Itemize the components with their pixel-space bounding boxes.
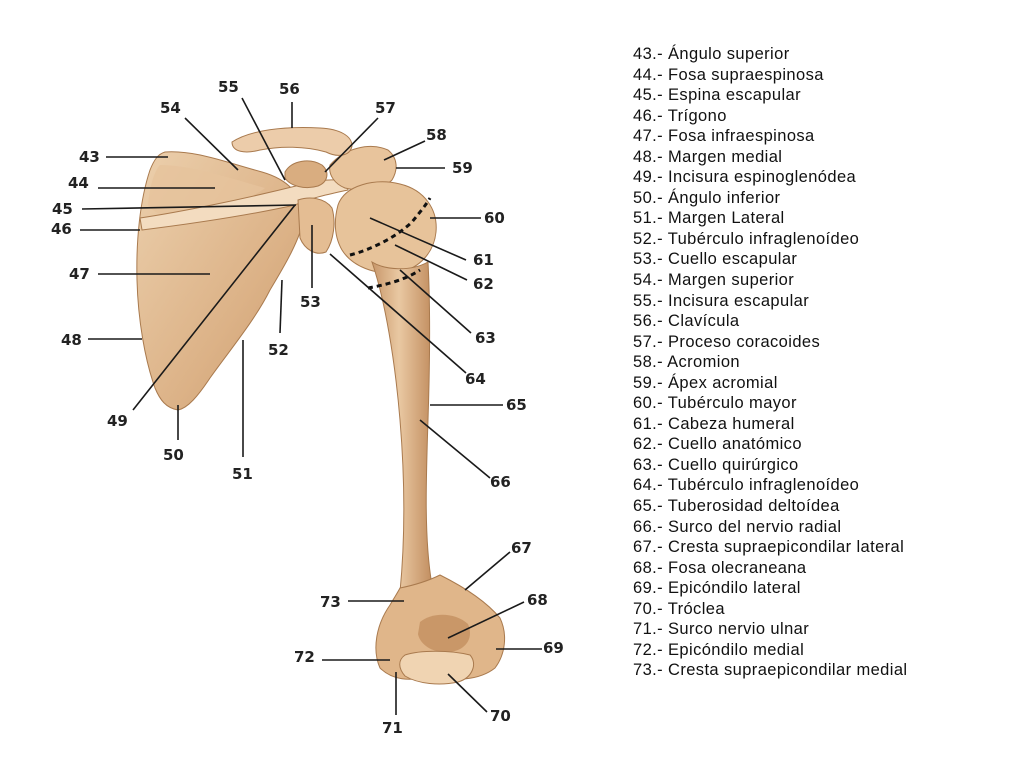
label-66: 66 [490, 473, 511, 491]
leader-lines [80, 97, 542, 715]
glenoid-shape [297, 197, 335, 254]
legend-item-43: 43.- Ángulo superior [633, 45, 790, 63]
label-62: 62 [473, 275, 494, 293]
surgical-neck-dashed-line [367, 268, 421, 290]
label-57: 57 [375, 99, 396, 117]
label-65: 65 [506, 396, 527, 414]
label-70: 70 [490, 707, 511, 725]
shoulder-humerus-diagram: 43 44 45 46 47 48 49 50 51 52 53 54 55 5… [51, 78, 564, 737]
label-46: 46 [51, 220, 72, 238]
label-43: 43 [79, 148, 100, 166]
legend-item-46: 46.- Trígono [633, 106, 727, 125]
label-48: 48 [61, 331, 82, 349]
legend-item-47: 47.- Fosa infraespinosa [633, 127, 815, 146]
label-64: 64 [465, 370, 486, 388]
legend-item-72: 72.- Epicóndilo medial [633, 640, 805, 659]
legend-item-45: 45.- Espina escapular [633, 86, 801, 105]
legend-item-58: 58.- Acromion [633, 353, 740, 372]
anatomical-neck-dashed-line [349, 197, 432, 257]
label-47: 47 [69, 265, 90, 283]
legend-item-70: 70.- Tróclea [633, 599, 725, 618]
legend-item-62: 62.- Cuello anatómico [633, 435, 802, 454]
legend-item-55: 55.- Incisura escapular [633, 291, 810, 310]
label-61: 61 [473, 251, 494, 269]
supraspinous-fossa-shape [148, 165, 265, 217]
trochlea-shape [399, 650, 474, 685]
legend-item-60: 60.- Tubérculo mayor [633, 394, 797, 413]
label-68: 68 [527, 591, 548, 609]
legend-item-71: 71.- Surco nervio ulnar [633, 620, 810, 639]
label-73: 73 [320, 593, 341, 611]
legend-item-73: 73.- Cresta supraepicondilar medial [633, 661, 908, 680]
legend-item-52: 52.- Tubérculo infraglenoídeo [633, 229, 860, 248]
legend-list: 43.- Ángulo superior 44.- Fosa supraespin… [633, 44, 1013, 681]
legend-item-65: 65.- Tuberosidad deltoídea [633, 497, 840, 516]
label-45: 45 [52, 200, 73, 218]
label-60: 60 [484, 209, 505, 227]
clavicle-shape [231, 127, 353, 156]
legend-item-48: 48.- Margen medial [633, 147, 783, 166]
legend-item-51: 51.- Margen Lateral [633, 209, 785, 228]
legend-item-67: 67.- Cresta supraepicondilar lateral [633, 538, 905, 557]
legend-item-44: 44.- Fosa supraespinosa [633, 65, 824, 84]
legend-item-59: 59.- Ápex acromial [633, 373, 778, 392]
legend-item-53: 53.- Cuello escapular [633, 250, 798, 269]
label-59: 59 [452, 159, 473, 177]
legend-item-56: 56.- Clavícula [633, 312, 740, 331]
label-50: 50 [163, 446, 184, 464]
label-53: 53 [300, 293, 321, 311]
legend-item-49: 49.- Incisura espinoglenódea [633, 168, 857, 187]
label-54: 54 [160, 99, 181, 117]
label-55: 55 [218, 78, 239, 96]
legend-item-68: 68.- Fosa olecraneana [633, 558, 807, 577]
label-44: 44 [68, 174, 89, 192]
legend-item-57: 57.- Proceso coracoides [633, 332, 821, 351]
label-56: 56 [279, 80, 300, 98]
legend-item-61: 61.- Cabeza humeral [633, 414, 795, 433]
acromion-shape [329, 146, 397, 191]
legend-item-66: 66.- Surco del nervio radial [633, 517, 842, 536]
label-63: 63 [475, 329, 496, 347]
scapular-spine-shape [139, 179, 349, 231]
label-69: 69 [543, 639, 564, 657]
legend-item-69: 69.- Epicóndilo lateral [633, 579, 801, 598]
humerus-shaft-shape [371, 260, 433, 593]
label-71: 71 [382, 719, 403, 737]
label-58: 58 [426, 126, 447, 144]
legend-item-54: 54.- Margen superior [633, 271, 795, 290]
label-51: 51 [232, 465, 253, 483]
humeral-head-shape [334, 181, 437, 274]
legend-item-63: 63.- Cuello quirúrgico [633, 455, 799, 474]
coracoid-shape [284, 160, 328, 189]
label-67: 67 [511, 539, 532, 557]
legend-item-50: 50.- Ángulo inferior [633, 188, 781, 207]
label-52: 52 [268, 341, 289, 359]
label-49: 49 [107, 412, 128, 430]
olecranon-fossa-shape [418, 614, 470, 653]
legend-item-64: 64.- Tubérculo infraglenoídeo [633, 476, 860, 495]
label-72: 72 [294, 648, 315, 666]
